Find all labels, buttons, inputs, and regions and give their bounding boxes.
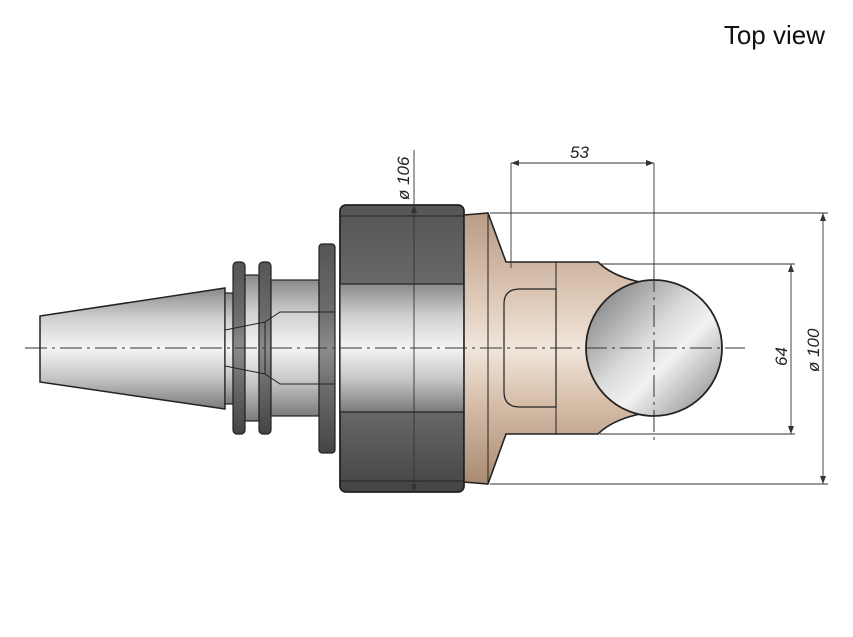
dimension-arrows — [411, 160, 826, 492]
dimension-overall-diameter: ø 100 — [804, 328, 823, 372]
view-title: Top view — [723, 20, 825, 50]
dimension-offset-length: 53 — [570, 143, 589, 162]
centre-lines — [25, 270, 745, 440]
dimension-flange-diameter: ø 106 — [394, 156, 413, 200]
dimension-ball-diameter: 64 — [772, 347, 791, 366]
